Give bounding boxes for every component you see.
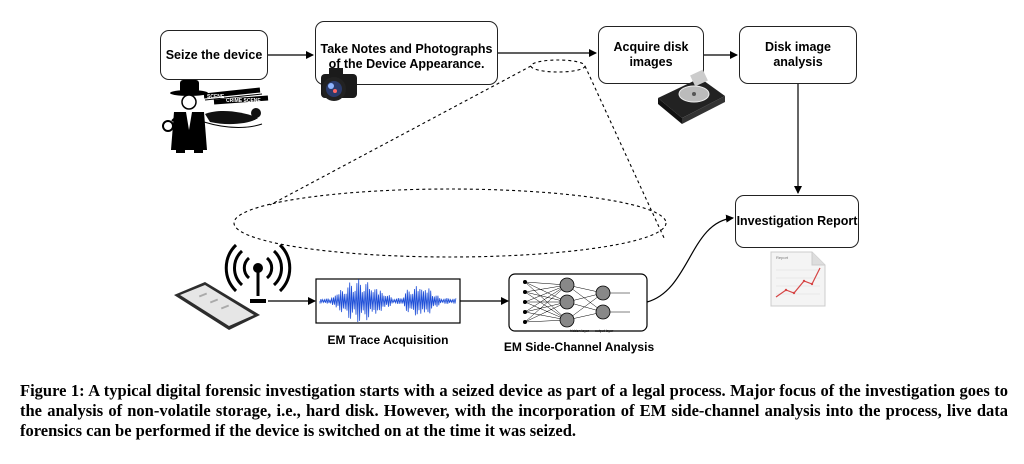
nn-input-node (523, 279, 528, 284)
dashed-right-line (584, 65, 666, 241)
output-layer-label: output layer (595, 329, 614, 333)
camera-icon (321, 68, 357, 101)
nn-edge (524, 284, 568, 323)
antenna-icon (224, 243, 292, 303)
seize-device-label: Seize the device (165, 47, 263, 62)
nn-output-node (595, 304, 611, 320)
nn-edge (524, 284, 568, 303)
dashed-zoom-cone (233, 59, 667, 258)
arrow-sidechannel-to-report (646, 214, 734, 303)
crime-scene-tape-2: CRIME SCENE (226, 98, 261, 104)
dashed-small-ellipse (530, 59, 586, 73)
take-notes-label: Take Notes and Photographs of the Device… (320, 42, 493, 71)
neural-network-diagram (523, 277, 630, 328)
seize-device-box: Seize the device (160, 30, 268, 80)
em-trace-label: EM Trace Acquisition (327, 333, 449, 347)
acquire-disk-label: Acquire disk images (613, 40, 689, 69)
nn-edge (566, 292, 604, 321)
crime-scene-tape-1: SCENE (207, 94, 225, 100)
nn-edge (524, 301, 568, 321)
figure-caption: Figure 1: A typical digital forensic inv… (20, 381, 1008, 440)
nn-edge (524, 281, 568, 321)
nn-input-node (523, 289, 528, 294)
dashed-left-line (269, 65, 532, 206)
report-document-icon: Report (770, 251, 826, 307)
disk-analysis-label: Disk image analysis (764, 40, 831, 69)
flow-arrows (268, 49, 802, 305)
investigation-report-box: Investigation Report (735, 195, 859, 248)
neural-network-box (508, 273, 648, 332)
investigation-report-label: Investigation Report (736, 214, 858, 228)
nn-input-node (523, 319, 528, 324)
nn-output-node (595, 285, 611, 301)
acquire-disk-box: Acquire disk images (598, 26, 704, 84)
nn-hidden-node (559, 312, 575, 328)
report-doc-title: Report (776, 255, 789, 260)
nn-edge (524, 291, 568, 321)
nn-edge (524, 281, 568, 303)
em-sidechannel-label: EM Side-Channel Analysis (503, 340, 655, 354)
take-notes-box: Take Notes and Photographs of the Device… (315, 21, 498, 85)
nn-edge (524, 284, 568, 313)
disk-analysis-box: Disk image analysis (739, 26, 857, 84)
crime-scene-icon: SCENE CRIME SCENE (203, 87, 269, 128)
hidden-layer-label: hidden layer (570, 329, 590, 333)
hard-disk-icon (658, 69, 725, 124)
smartphone-icon (174, 282, 260, 330)
nn-input-node (523, 309, 528, 314)
nn-edge (524, 301, 568, 323)
nn-input-node (523, 299, 528, 304)
nn-hidden-node (559, 277, 575, 293)
nn-edge (566, 284, 604, 313)
nn-hidden-node (559, 294, 575, 310)
detective-icon (162, 80, 208, 153)
em-waveform (319, 279, 457, 323)
dashed-large-ellipse (233, 188, 667, 258)
